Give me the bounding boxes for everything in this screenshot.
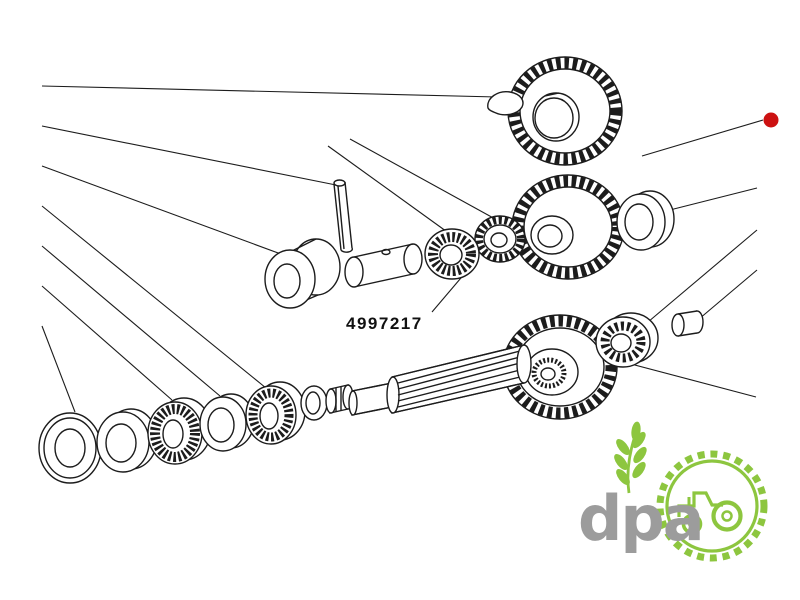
cluster-gear	[511, 174, 625, 280]
dpa-logo-text: dpa	[578, 482, 703, 555]
red-marker-dot	[763, 112, 779, 128]
leader-line	[698, 269, 758, 320]
ball-bearing	[595, 312, 659, 368]
drawing-root: 4997217	[38, 56, 779, 562]
main-shaft	[325, 344, 532, 416]
tractor-front-wheel-icon	[681, 513, 703, 535]
gear-inner-ring-icon	[665, 459, 759, 553]
taper-bearing	[245, 381, 306, 445]
spline-washer	[300, 385, 328, 421]
oil-seal	[38, 412, 102, 484]
leader-lines	[41, 85, 764, 413]
tractor-front-hub-icon	[688, 520, 696, 528]
needle-bearing	[424, 228, 480, 280]
tractor-body-icon	[677, 491, 723, 517]
tractor-rear-hub-icon	[721, 510, 733, 522]
washer	[96, 408, 158, 473]
leader-line	[615, 359, 757, 398]
leader-line	[41, 245, 221, 397]
leader-line	[41, 85, 498, 98]
leader-line	[647, 229, 758, 323]
drive-gear	[507, 56, 623, 166]
leader-line	[431, 271, 467, 313]
pinion-gear	[474, 215, 526, 263]
leader-line	[41, 165, 290, 258]
bearing-ring	[616, 190, 675, 251]
main-gear	[502, 314, 618, 420]
part-number-label: 4997217	[346, 314, 423, 333]
leader-line	[41, 325, 76, 413]
spacer-ring	[199, 393, 255, 452]
leader-line	[41, 205, 267, 389]
woodruff-key	[487, 91, 524, 116]
gear-ring-icon	[656, 450, 768, 562]
collar	[264, 238, 341, 309]
leader-line	[41, 285, 173, 401]
sleeve	[344, 243, 423, 288]
wheat-grains-icon	[614, 421, 647, 485]
leader-line	[349, 138, 498, 221]
leader-line	[41, 125, 337, 186]
leader-line	[641, 119, 764, 157]
spacer-bushing	[671, 310, 704, 337]
dpa-logo: dpa	[578, 421, 768, 562]
leader-line	[327, 145, 451, 235]
tractor-rear-wheel-icon	[711, 500, 743, 532]
roll-pin	[333, 179, 353, 253]
